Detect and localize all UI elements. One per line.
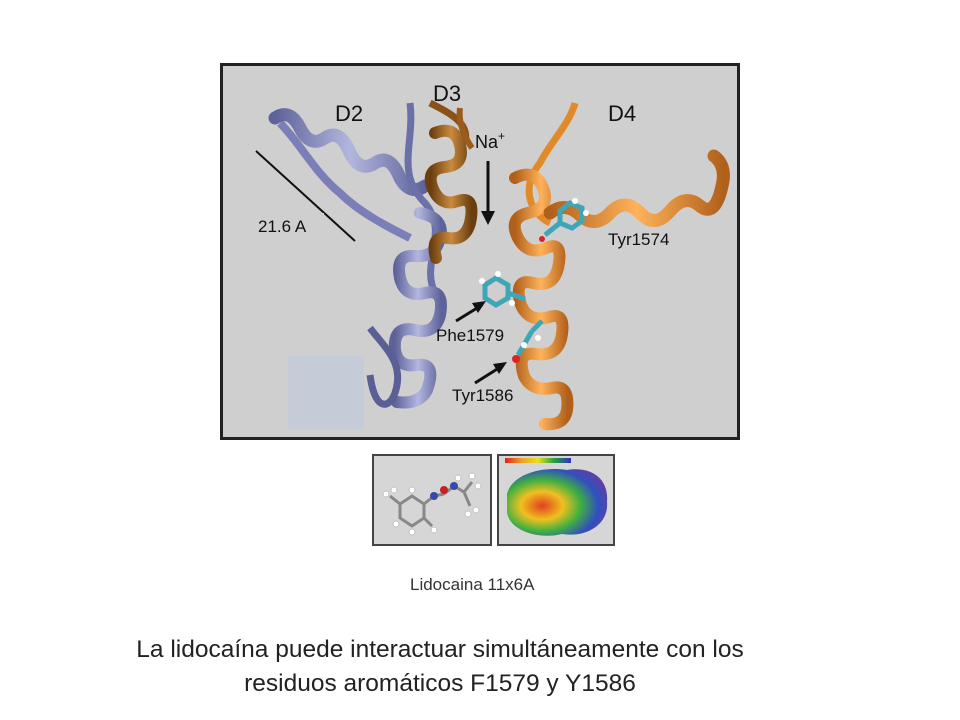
distance-label-bg (254, 213, 324, 237)
residue-label-tyr1574: Tyr1574 (608, 230, 669, 249)
domain-label-d3: D3 (433, 81, 461, 106)
main-caption-line1: La lidocaína puede interactuar simultáne… (136, 636, 744, 663)
d2-helix (268, 102, 447, 409)
domain-label-d4: D4 (608, 101, 636, 126)
residue-label-phe1579: Phe1579 (436, 326, 504, 345)
main-caption: La lidocaína puede interactuar simultáne… (0, 633, 880, 701)
residue-tyr1574-sticks (539, 198, 589, 242)
ion-arrow-head (481, 211, 495, 225)
protein-structure-figure: 21.6 A D2 D3 D4 Na+ Tyr1574 Phe1579 Tyr1… (220, 63, 740, 440)
main-caption-line2: residuos aromáticos F1579 y Y1586 (244, 670, 636, 697)
lidocaine-electrostatic-surface (497, 454, 615, 546)
color-scale-bar (505, 458, 571, 463)
residue-phe1579-sticks (479, 271, 526, 308)
distance-line (255, 150, 356, 242)
light-patch (288, 356, 364, 429)
distance-label: 21.6 A (258, 217, 307, 236)
d3-helix (424, 99, 478, 264)
domain-label-d2: D2 (335, 101, 363, 126)
residue-label-tyr1586: Tyr1586 (452, 386, 513, 405)
ion-label: Na+ (475, 129, 505, 152)
lidocaine-ball-stick (372, 454, 492, 546)
residue-tyr1586-sticks (512, 319, 544, 363)
surface-blob (507, 469, 608, 536)
small-caption-text: Lidocaina 11x6A (410, 575, 535, 594)
